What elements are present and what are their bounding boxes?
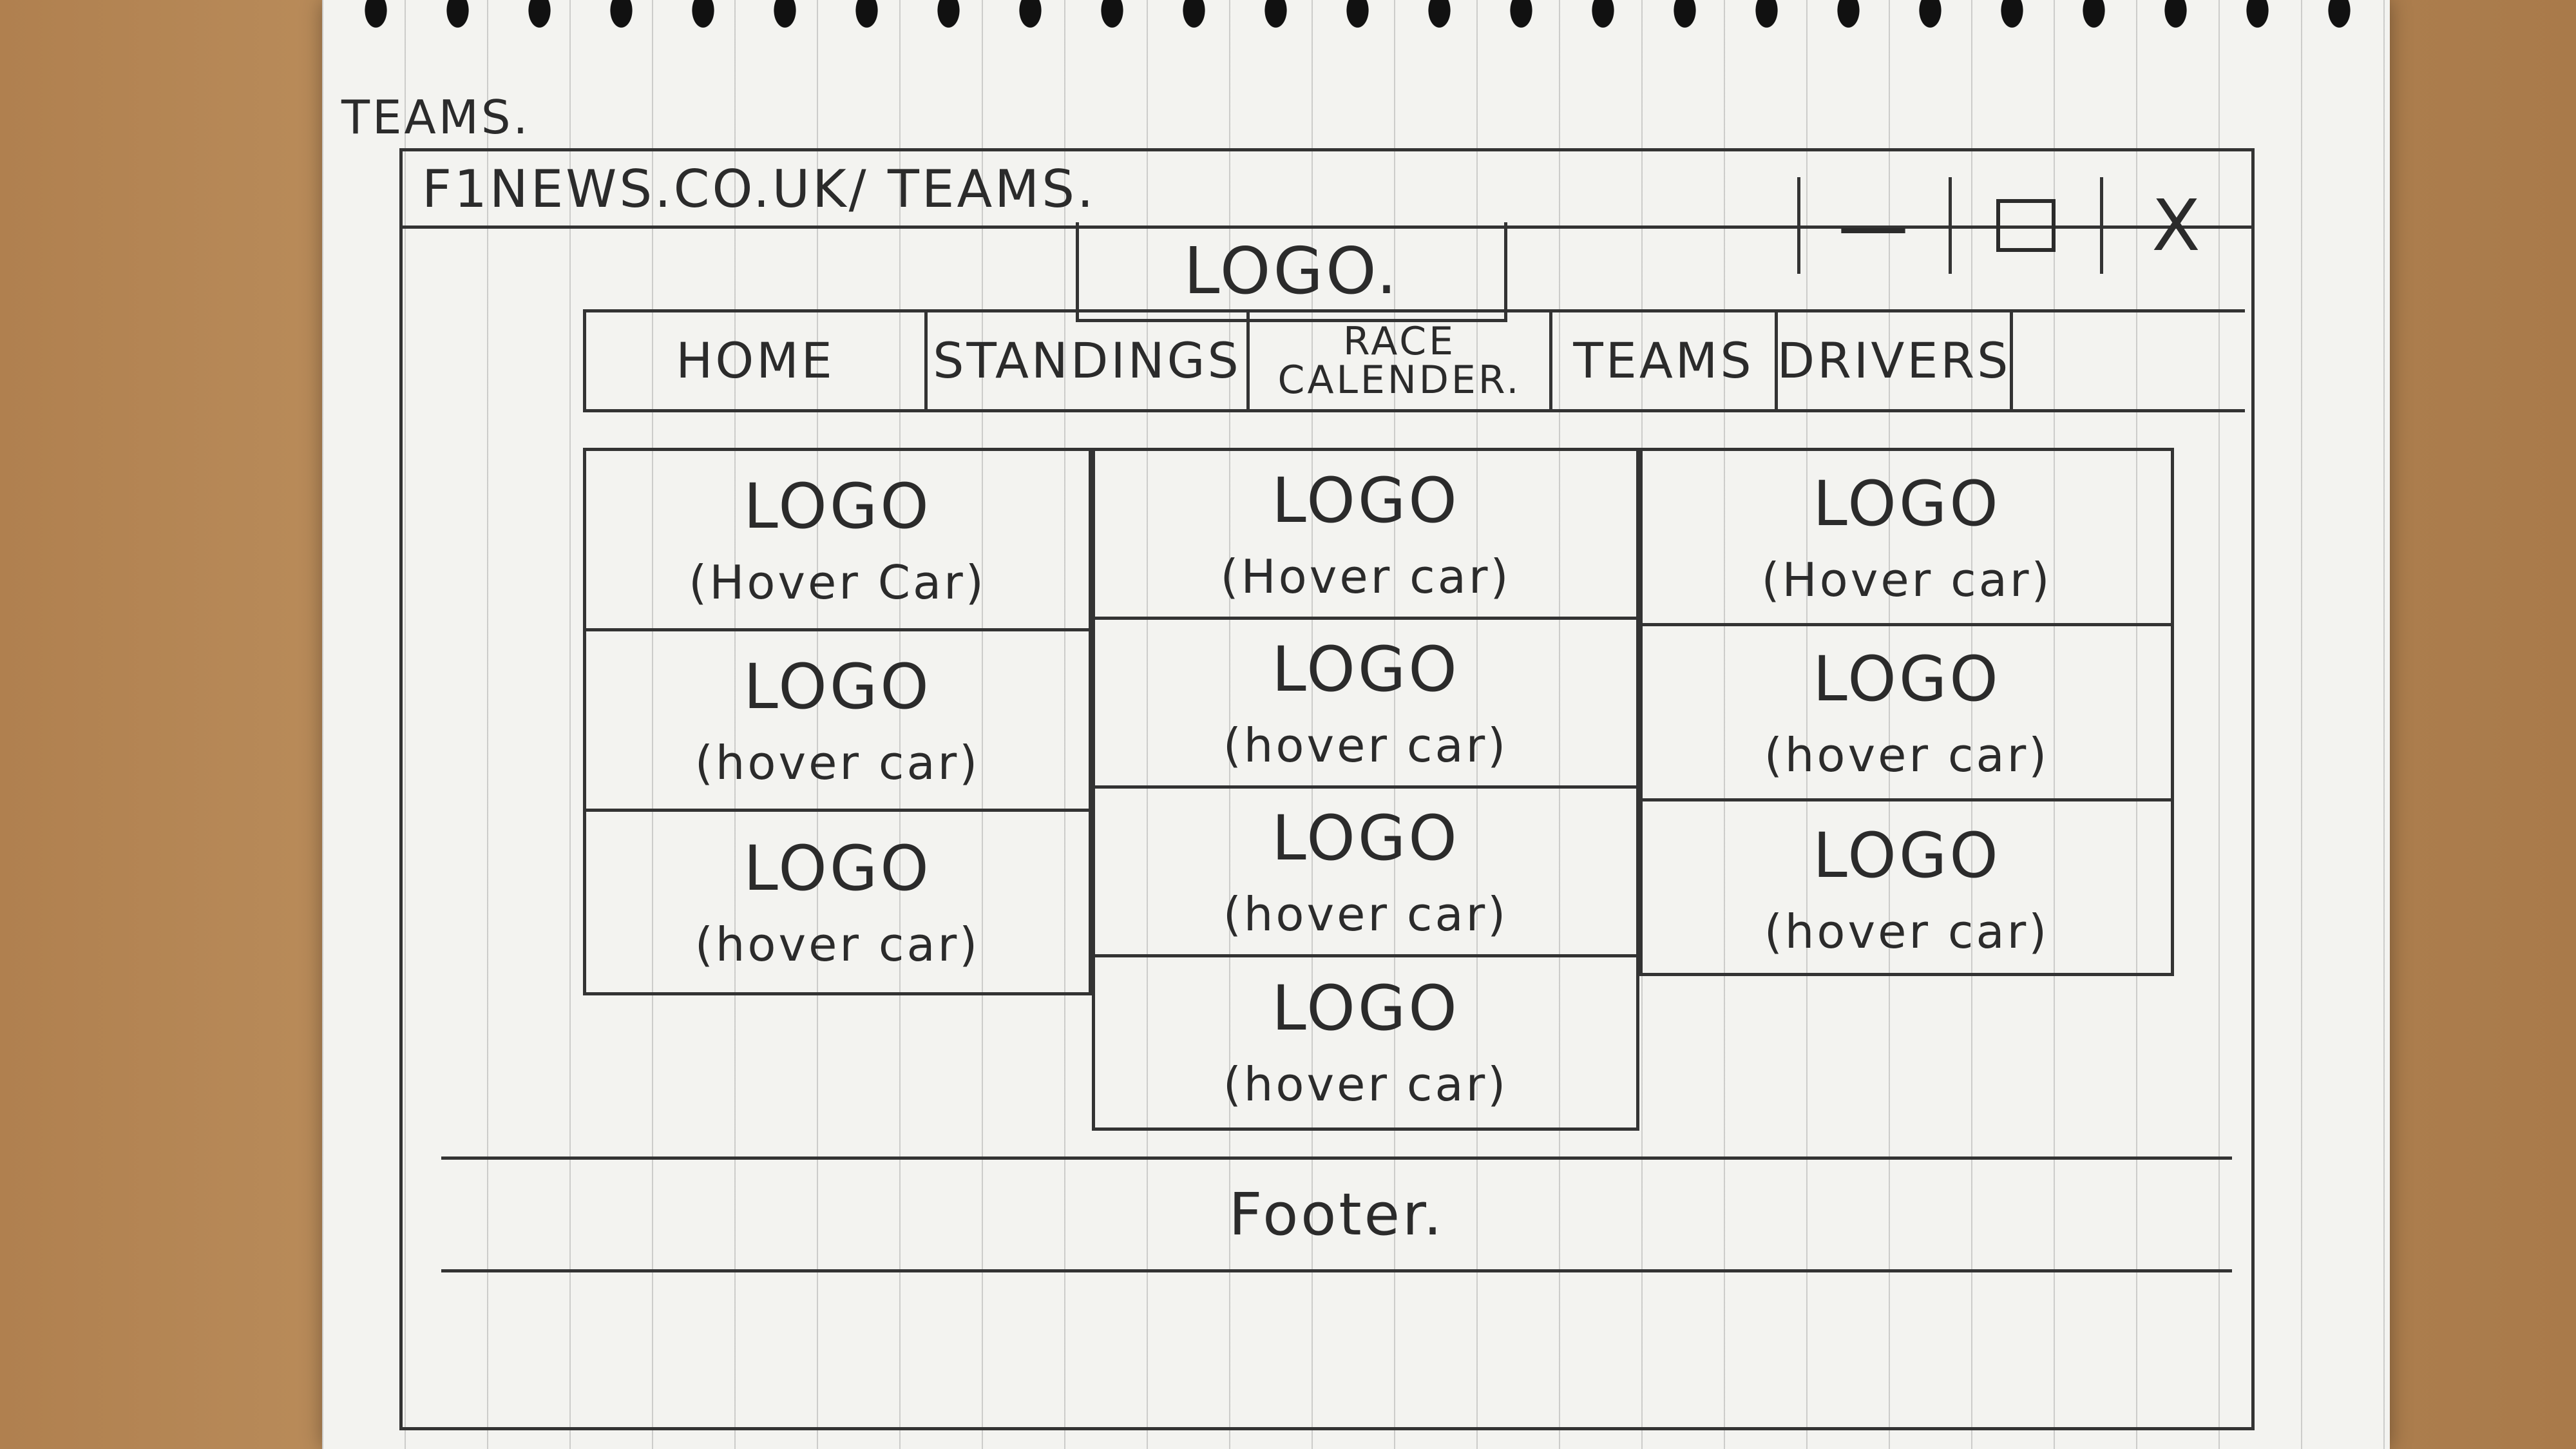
hover-car-caption: (hover car) (694, 917, 980, 972)
team-logo: LOGO (1272, 633, 1460, 705)
hover-car-caption: (hover car) (1223, 1057, 1509, 1111)
nav-item-home[interactable]: HOME (583, 312, 924, 409)
main-nav: HOME STANDINGS RACE CALENDER. TEAMS DRIV… (583, 309, 2245, 412)
team-card[interactable]: LOGO (hover car) (586, 812, 1089, 992)
team-card[interactable]: LOGO (hover car) (1095, 620, 1636, 789)
nav-item-standings[interactable]: STANDINGS (924, 312, 1246, 409)
team-card[interactable]: LOGO (hover car) (1095, 957, 1636, 1126)
address-bar: F1NEWS.CO.UK/ TEAMS. (403, 151, 2251, 229)
url-text[interactable]: F1NEWS.CO.UK/ TEAMS. (422, 159, 1096, 219)
teams-column-2: LOGO (Hover car) LOGO (hover car) LOGO (… (1092, 448, 1639, 1131)
nav-item-drivers[interactable]: DRIVERS (1775, 312, 2013, 409)
site-logo[interactable]: LOGO. (1076, 222, 1507, 322)
team-logo: LOGO (1272, 801, 1460, 874)
notebook-page (322, 0, 2390, 1449)
hover-car-caption: (Hover Car) (689, 555, 986, 609)
minimize-button[interactable]: — (1797, 177, 1949, 274)
hover-car-caption: (Hover car) (1220, 549, 1511, 604)
team-logo: LOGO (1813, 642, 2001, 715)
notebook-spiral (335, 0, 2383, 52)
nav-item-race-calender[interactable]: RACE CALENDER. (1246, 312, 1549, 409)
teams-column-1: LOGO (Hover Car) LOGO (hover car) LOGO (… (583, 448, 1092, 995)
teams-grid: LOGO (Hover Car) LOGO (hover car) LOGO (… (583, 448, 2174, 1311)
teams-column-3: LOGO (Hover car) LOGO (hover car) LOGO (… (1639, 448, 2174, 976)
team-card[interactable]: LOGO (hover car) (1643, 626, 2171, 801)
team-card[interactable]: LOGO (Hover Car) (586, 451, 1089, 631)
maximize-button[interactable] (1949, 177, 2100, 274)
window-controls: — X (1797, 177, 2251, 287)
hover-car-caption: (hover car) (1764, 905, 2050, 959)
team-card[interactable]: LOGO (hover car) (586, 631, 1089, 812)
hover-car-caption: (hover car) (694, 735, 980, 790)
team-card[interactable]: LOGO (hover car) (1095, 789, 1636, 957)
hover-car-caption: (Hover car) (1761, 552, 2052, 607)
team-card[interactable]: LOGO (hover car) (1643, 801, 2171, 977)
team-logo: LOGO (1813, 820, 2001, 892)
team-logo: LOGO (1272, 972, 1460, 1044)
hover-car-caption: (hover car) (1223, 887, 1509, 941)
page-heading: TEAMS. (341, 90, 531, 144)
hover-car-caption: (hover car) (1223, 718, 1509, 772)
browser-window-wireframe: F1NEWS.CO.UK/ TEAMS. — X LOGO. HOME STAN… (399, 148, 2255, 1430)
team-logo: LOGO (743, 832, 931, 905)
close-button[interactable]: X (2100, 177, 2251, 274)
hover-car-caption: (hover car) (1764, 727, 2050, 782)
team-logo: LOGO (1272, 464, 1460, 537)
team-logo: LOGO (743, 650, 931, 723)
page-footer: Footer. (441, 1156, 2232, 1272)
nav-item-teams[interactable]: TEAMS (1549, 312, 1775, 409)
team-card[interactable]: LOGO (Hover car) (1095, 451, 1636, 620)
team-logo: LOGO (743, 470, 931, 542)
maximize-icon (1996, 199, 2056, 252)
team-logo: LOGO (1813, 467, 2001, 540)
team-card[interactable]: LOGO (Hover car) (1643, 451, 2171, 626)
